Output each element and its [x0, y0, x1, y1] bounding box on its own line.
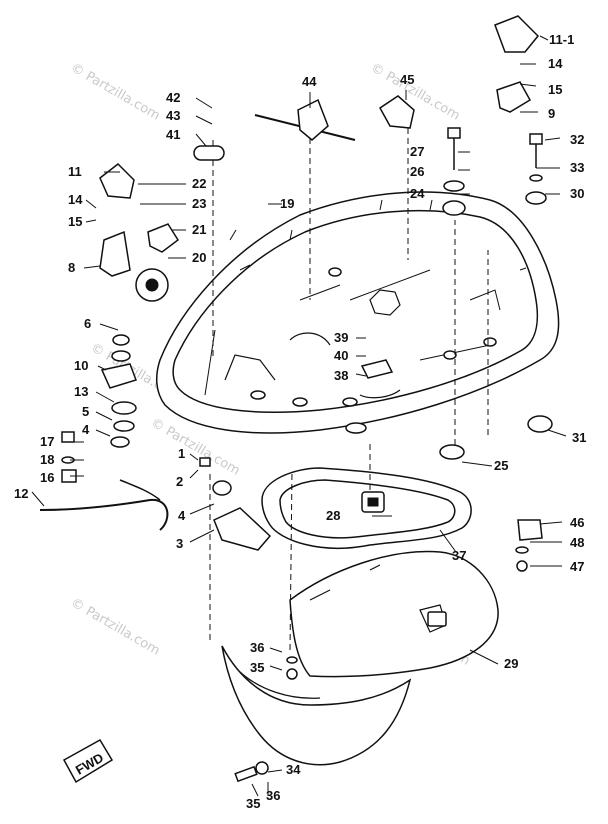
part-label-11: 11	[68, 164, 82, 179]
part-label-27: 27	[410, 144, 424, 159]
part-label-18: 18	[40, 452, 54, 467]
part-label-15: 15	[548, 82, 562, 97]
seal-gasket	[261, 467, 472, 549]
part-label-31: 31	[572, 430, 586, 445]
part-label-13: 13	[74, 384, 88, 399]
small-parts	[39, 15, 553, 783]
part-label-16: 16	[40, 470, 54, 485]
part-label-14: 14	[548, 56, 563, 71]
watermark: © Partzilla.com	[368, 60, 462, 123]
watermark: © Partzilla.com	[68, 60, 162, 123]
part-label-36: 36	[266, 788, 280, 803]
part-label-10: 10	[74, 358, 88, 373]
bottom-cowling	[155, 191, 560, 434]
part-label-6: 6	[84, 316, 91, 331]
part-label-3: 3	[176, 536, 183, 551]
leader-lines	[31, 35, 567, 797]
part-label-23: 23	[192, 196, 206, 211]
part-label-2: 2	[176, 474, 183, 489]
lower-cover	[289, 550, 499, 678]
part-label-34: 34	[286, 762, 301, 777]
part-label-20: 20	[192, 250, 206, 265]
part-label-24: 24	[410, 186, 425, 201]
fwd-badge: FWD	[62, 738, 114, 784]
part-label-21: 21	[192, 222, 206, 237]
part-label-44: 44	[302, 74, 317, 89]
part-labels: 11-1 14 15 44 45 9 42 43 41 32 27 33 11 …	[14, 32, 586, 811]
part-label-46: 46	[570, 515, 584, 530]
part-label-40: 40	[334, 348, 348, 363]
part-label-5: 5	[82, 404, 89, 419]
part-label-22: 22	[192, 176, 206, 191]
part-label-37: 37	[452, 548, 466, 563]
part-label-32: 32	[570, 132, 584, 147]
part-label-17: 17	[40, 434, 54, 449]
part-label-29: 29	[504, 656, 518, 671]
part-label-35: 35	[246, 796, 260, 811]
part-label-26: 26	[410, 164, 424, 179]
part-label-43: 43	[166, 108, 180, 123]
part-label-38: 38	[334, 368, 348, 383]
part-label-9: 9	[548, 106, 555, 121]
watermark: © Partzilla.com	[68, 595, 162, 658]
part-label-15: 15	[68, 214, 82, 229]
part-label-14: 14	[68, 192, 83, 207]
part-label-25: 25	[494, 458, 508, 473]
part-label-48: 48	[570, 535, 584, 550]
part-label-19: 19	[280, 196, 294, 211]
part-label-36: 36	[250, 640, 264, 655]
part-label-30: 30	[570, 186, 584, 201]
part-label-45: 45	[400, 72, 414, 87]
part-label-1: 1	[178, 446, 185, 461]
part-label-12: 12	[14, 486, 28, 501]
part-label-33: 33	[570, 160, 584, 175]
part-label-39: 39	[334, 330, 348, 345]
construction-lines	[209, 118, 489, 651]
part-label-42: 42	[166, 90, 180, 105]
part-label-41: 41	[166, 127, 180, 142]
part-label-8: 8	[68, 260, 75, 275]
part-label-4: 4	[82, 422, 90, 437]
side-cover	[221, 645, 412, 766]
part-label-35: 35	[250, 660, 264, 675]
part-label-28: 28	[326, 508, 340, 523]
part-label-4: 4	[178, 508, 186, 523]
part-label-47: 47	[570, 559, 584, 574]
part-label-11-1: 11-1	[549, 32, 574, 47]
